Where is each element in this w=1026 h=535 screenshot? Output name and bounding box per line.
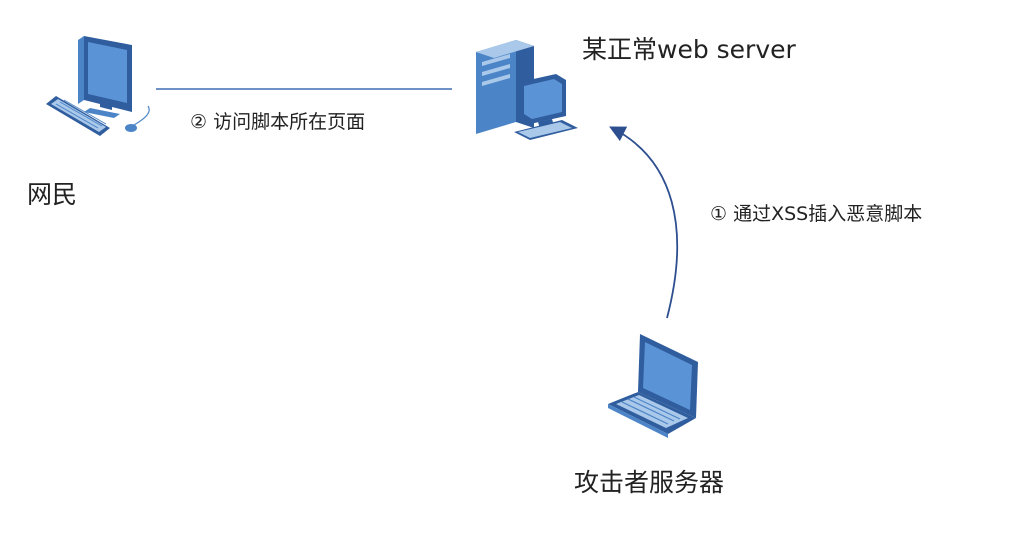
laptop-icon: [608, 334, 698, 438]
server-label: 某正常web server: [582, 35, 796, 64]
attacker-server-label: 攻击者服务器: [574, 468, 725, 497]
tower-server-with-monitor-icon: [476, 40, 578, 140]
netizen-label: 网民: [27, 180, 78, 209]
desktop-computer-icon: [46, 36, 150, 136]
edge-step2-label: ② 访问脚本所在页面: [190, 111, 366, 133]
edge-step1-label: ① 通过XSS插入恶意脚本: [710, 203, 923, 225]
edge-step1-arrow: [609, 126, 679, 319]
